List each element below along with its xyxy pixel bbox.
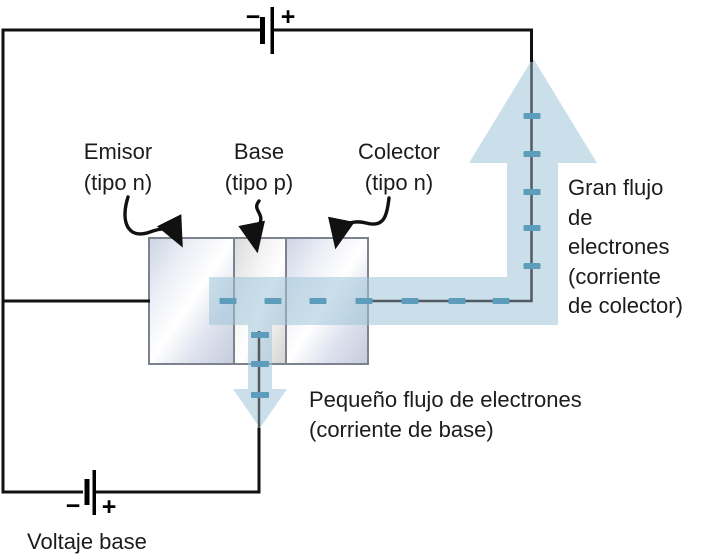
collector-top-wire — [273, 28, 533, 62]
base-pointer-arrow — [238, 199, 265, 254]
electron-dashes-base-vertical — [251, 332, 269, 398]
battery-bottom-icon — [84, 470, 96, 515]
collector-label-line2: (tipo n) — [364, 170, 434, 195]
emitter-label-line1: Emisor — [83, 139, 153, 164]
collector-label-line1: Colector — [358, 139, 440, 164]
battery-bottom-plus-sign: + — [101, 493, 117, 521]
base-current-label-line1: Pequeño flujo de electrones — [309, 387, 582, 412]
battery-top-minus-sign: − — [245, 3, 261, 31]
emitter-label: Emisor (tipo n) — [84, 136, 152, 198]
emitter-label-line2: (tipo n) — [83, 170, 153, 195]
base-label: Base (tipo p) — [225, 136, 293, 198]
base-current-label: Pequeño flujo de electrones (corriente d… — [309, 385, 582, 445]
collector-inner-wire — [368, 61, 533, 303]
base-label-line1: Base — [233, 139, 285, 164]
collector-current-label: Gran flujo de electrones (corriente de c… — [568, 175, 683, 318]
base-current-label-line2: (corriente de base) — [309, 417, 494, 442]
electron-dashes-collector-vertical — [523, 113, 541, 269]
collector-pointer-arrow — [328, 196, 391, 250]
base-return-wire — [96, 428, 261, 494]
base-label-line2: (tipo p) — [224, 170, 294, 195]
battery-top-plus-sign: + — [280, 3, 296, 31]
electron-dashes-horizontal — [219, 298, 510, 304]
battery-bottom-minus-sign: − — [65, 492, 81, 520]
electron-flow-arrow-shape — [209, 58, 597, 428]
collector-label: Colector (tipo n) — [358, 136, 440, 198]
battery-top-icon — [260, 7, 274, 54]
base-voltage-label: Voltaje base — [27, 529, 147, 554]
emitter-pointer-arrow — [123, 195, 183, 248]
left-loop-wire — [1, 28, 261, 494]
